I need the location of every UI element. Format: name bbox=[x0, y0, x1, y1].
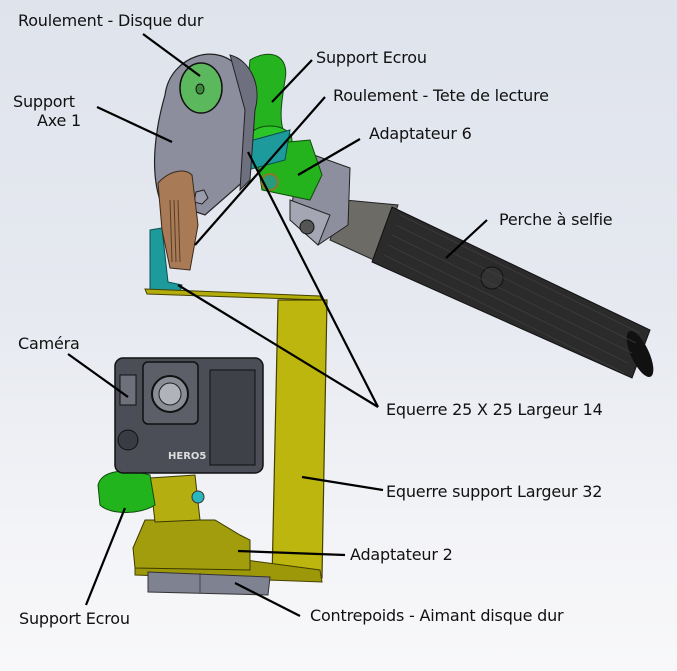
leader-adaptateur-6 bbox=[297, 138, 361, 176]
leader-roulement-disque-dur bbox=[142, 33, 201, 77]
label-support-axe-1-line2: Axe 1 bbox=[37, 111, 82, 130]
label-support-ecrou-top: Support Ecrou bbox=[316, 48, 427, 67]
bearing-hole bbox=[195, 83, 205, 95]
leader-camera bbox=[67, 353, 129, 398]
leader-roulement-tete-lecture bbox=[194, 96, 326, 246]
label-support-axe-1-line1: Support bbox=[13, 92, 75, 111]
adaptateur-2-part bbox=[132, 474, 251, 571]
contrepoids-part bbox=[147, 571, 271, 596]
camera-button bbox=[117, 429, 139, 451]
selfie-stick-button bbox=[480, 266, 504, 290]
leader-equerre-25-b bbox=[177, 284, 379, 408]
leader-adaptateur-2 bbox=[237, 549, 346, 557]
leader-equerre-25-a bbox=[247, 151, 379, 408]
label-support-ecrou-bottom: Support Ecrou bbox=[19, 609, 130, 628]
leader-contrepoids bbox=[234, 582, 301, 617]
label-roulement-tete-lecture: Roulement - Tete de lecture bbox=[333, 86, 549, 105]
selfie-stick-grip bbox=[371, 206, 651, 379]
teal-screw bbox=[191, 490, 205, 504]
leader-support-ecrou-top bbox=[271, 59, 313, 103]
leader-support-ecrou-bottom bbox=[84, 507, 127, 606]
bronze-lever-part bbox=[157, 170, 199, 271]
support-ecrou-bottom-part bbox=[97, 470, 156, 513]
leader-perche-selfie bbox=[445, 219, 488, 259]
label-equerre-support: Equerre support Largeur 32 bbox=[386, 482, 603, 501]
leader-equerre-support bbox=[301, 475, 384, 492]
selfie-stick-end-cap bbox=[626, 331, 654, 377]
label-contrepoids: Contrepoids - Aimant disque dur bbox=[310, 606, 564, 625]
camera-model-text: HERO5 bbox=[168, 451, 206, 462]
selfie-stick bbox=[329, 199, 654, 379]
label-adaptateur-6: Adaptateur 6 bbox=[369, 124, 472, 143]
label-equerre-25: Equerre 25 X 25 Largeur 14 bbox=[386, 400, 603, 419]
label-roulement-disque-dur: Roulement - Disque dur bbox=[18, 11, 204, 30]
label-adaptateur-2: Adaptateur 2 bbox=[350, 545, 453, 564]
leader-support-axe-1 bbox=[96, 106, 173, 143]
label-perche-selfie: Perche à selfie bbox=[499, 210, 613, 229]
label-camera: Caméra bbox=[18, 334, 80, 353]
camera-part: HERO5 bbox=[114, 357, 264, 474]
leader-lines bbox=[67, 33, 488, 617]
